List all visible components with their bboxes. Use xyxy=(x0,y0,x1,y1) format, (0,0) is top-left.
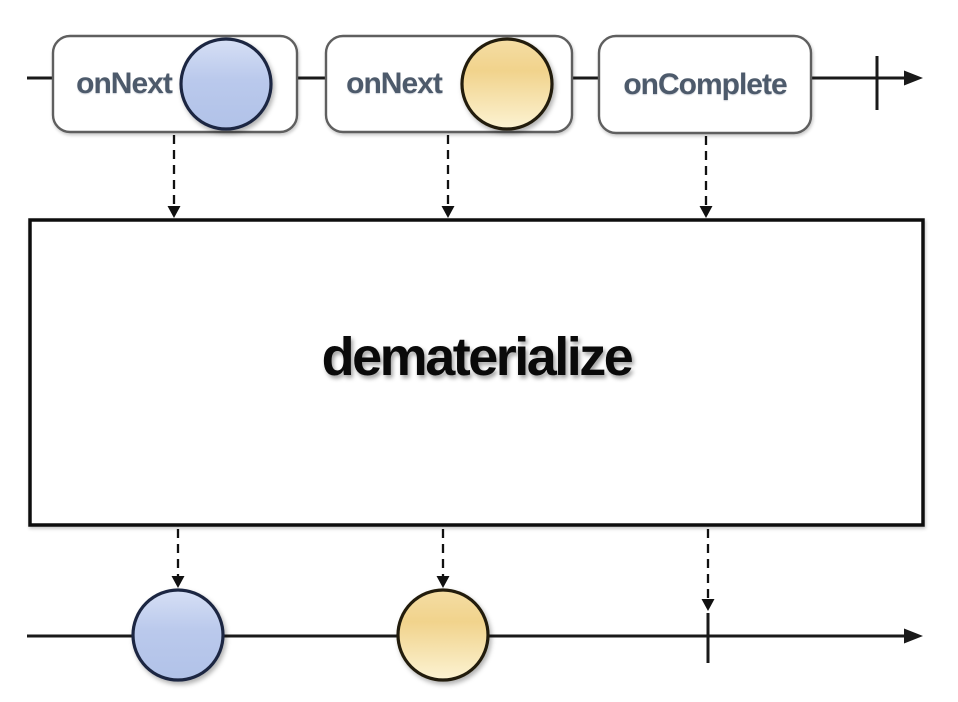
input-dashed-arrows xyxy=(172,135,708,208)
input-timeline-arrowhead-icon xyxy=(904,70,923,86)
dashed-arrowhead-icon-1 xyxy=(167,206,181,218)
output-timeline-arrowhead-icon xyxy=(904,628,923,644)
input-marble-blue xyxy=(179,37,273,131)
output-marble-blue xyxy=(131,588,225,682)
input-marble-yellow xyxy=(460,37,554,131)
dashed-arrowhead-icon-5 xyxy=(436,576,450,588)
dashed-arrowhead-icon-3 xyxy=(699,206,713,218)
dashed-arrowhead-icon-4 xyxy=(171,576,185,588)
dashed-arrowhead-icon-2 xyxy=(441,206,455,218)
dashed-arrowhead-icon-6 xyxy=(701,599,715,611)
operator-box xyxy=(28,218,925,527)
notification-box-oncomplete xyxy=(597,34,813,135)
output-marble-yellow xyxy=(396,588,490,682)
output-dashed-arrows xyxy=(176,529,710,601)
